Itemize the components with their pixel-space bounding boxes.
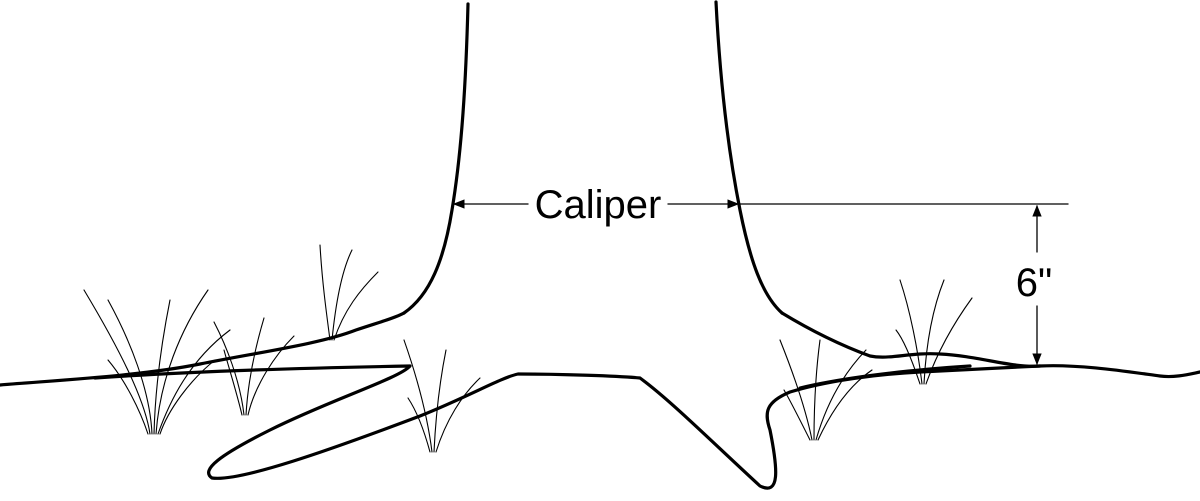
trunk-left-edge bbox=[402, 2, 470, 315]
trunk-right-edge bbox=[714, 0, 784, 315]
ground-left bbox=[0, 311, 406, 387]
height-label: 6" bbox=[1016, 261, 1052, 305]
root-right bbox=[798, 364, 972, 390]
grass-right-2 bbox=[895, 279, 973, 385]
grass-left bbox=[83, 289, 231, 435]
grass-right bbox=[779, 339, 873, 441]
grass-left-3 bbox=[319, 244, 379, 341]
ground-right bbox=[780, 311, 1200, 379]
grass-center bbox=[403, 339, 481, 453]
root-left bbox=[93, 364, 1042, 490]
grass-left-2 bbox=[213, 317, 295, 416]
caliper-label: Caliper bbox=[535, 183, 662, 227]
